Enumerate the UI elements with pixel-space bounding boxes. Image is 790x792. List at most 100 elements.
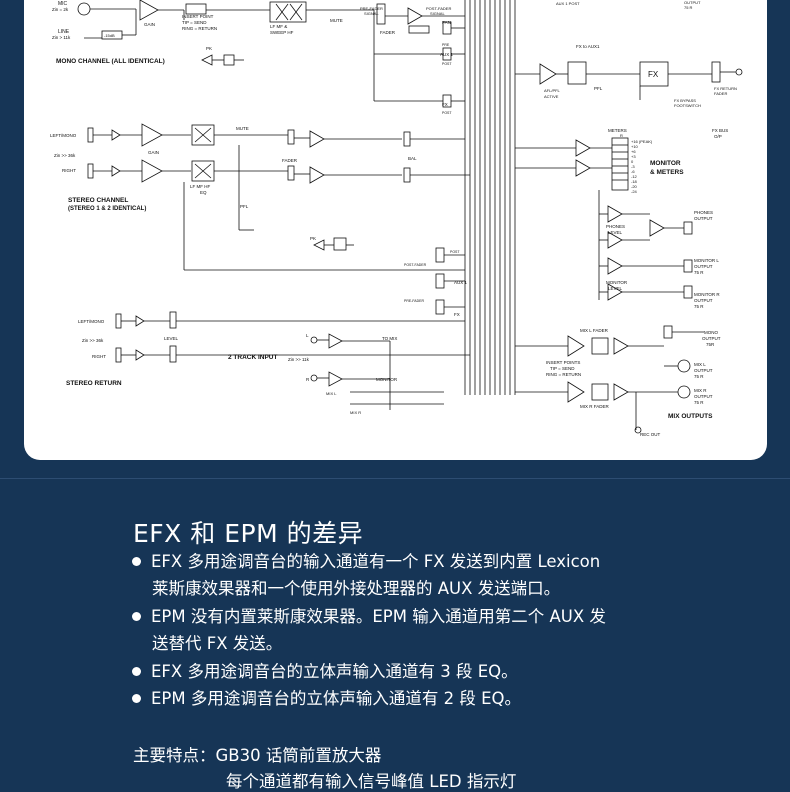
label-post2: POST (442, 111, 452, 115)
features-line-2: 每个通道都有输入信号峰值 LED 指示灯 (226, 772, 517, 791)
label-signal2: SIGNAL (430, 11, 445, 16)
label-line-z: Zin > 11k (52, 35, 71, 40)
label-mono-75: 75R (706, 342, 715, 347)
label-active: ACTIVE (544, 94, 559, 99)
label-post: POST (442, 62, 452, 66)
label-prefader2: PRE-FADER (404, 299, 425, 303)
label-monitor-r: MONITOR R (694, 292, 720, 297)
label-m24: -24 (631, 189, 638, 194)
return-and-mix (115, 311, 704, 434)
label-monitor-r-75: 75 R (694, 304, 704, 309)
label-ring-return: RING = RETURN (546, 372, 581, 377)
label-monitor-level2: LEVEL (608, 286, 623, 291)
label-right: RIGHT (62, 168, 76, 173)
label-mix-r-fader: MIX R FADER (580, 404, 610, 409)
label-m6: +6 (631, 149, 636, 154)
label-2t-r: R (306, 377, 310, 382)
label-monitor-l: MONITOR L (694, 258, 719, 263)
label-mic: MIC (58, 1, 68, 7)
label-phones-output: PHONES (694, 210, 713, 215)
block-diagram-card: MIC Zin = 2k LINE Zin > 11k -15dB GAIN I… (24, 0, 767, 460)
label-mixl-75: 75 R (694, 374, 704, 379)
label-two-track: 2 TRACK INPUT (228, 354, 278, 361)
diagram-labels: MIC Zin = 2k LINE Zin > 11k -15dB GAIN I… (50, 0, 737, 437)
label-fx-to-aux1: FX to AUX1 (576, 44, 600, 49)
bullet-dot-icon (132, 667, 141, 676)
label-bal: BAL (408, 156, 417, 161)
label-pre: PRE (442, 43, 450, 47)
label-pfl: PFL (594, 86, 603, 91)
features-label: 主要特点：GB30 话筒前置放大器 (133, 746, 382, 765)
label-signal: SIGNAL (364, 11, 379, 16)
signal-flow-diagram: MIC Zin = 2k LINE Zin > 11k -15dB GAIN I… (50, 0, 743, 437)
section-divider (0, 478, 790, 479)
label-mixr-75: 75 R (694, 400, 704, 405)
label-mix-l-fader: MIX L FADER (580, 328, 609, 333)
bullet-text: EPM 多用途调音台的立体声输入通道有 2 段 EQ。 (151, 689, 522, 708)
label-mix-outputs: MIX OUTPUTS (668, 413, 713, 420)
label-fader-st: FADER (282, 158, 298, 163)
label-meters: METERS (608, 128, 627, 133)
label-aux1: AUX 1 (440, 52, 454, 57)
label-stereo-return: STEREO RETURN (66, 380, 122, 387)
bullet-text: EFX 多用途调音台的立体声输入通道有 3 段 EQ。 (151, 662, 518, 681)
label-phones-output2: OUTPUT (694, 216, 713, 221)
label-aux1-post: AUX 1 POST (556, 1, 580, 6)
label-zin36: Zin >> 36k (54, 153, 76, 158)
label-m10: +10 (631, 144, 639, 149)
label-insert3: RING = RETURN (182, 26, 217, 31)
bullet-item-1: EFX 多用途调音台的输入通道有一个 FX 发送到内置 Lexicon 莱斯康效… (132, 548, 692, 602)
label-lf-mf-hf: LF MF HF (190, 184, 210, 189)
bullet-item-4: EPM 多用途调音台的立体声输入通道有 2 段 EQ。 (132, 685, 692, 712)
label-insert: INSERT POINT (182, 14, 214, 19)
label-mixl-out: OUTPUT (694, 368, 713, 373)
fx-section (515, 61, 743, 301)
bullet-dot-icon (132, 612, 141, 621)
label-mono-output2: OUTPUT (702, 336, 721, 341)
label-aux1b: AUX 1 (454, 280, 468, 285)
label-mixl: MIX L (326, 391, 337, 396)
label-fx-return: FX RETURN (714, 86, 737, 91)
label-insert-points: INSERT POINTS (546, 360, 580, 365)
label-eq: EQ (200, 190, 207, 195)
bullet-text: EFX 多用途调音台的输入通道有一个 FX 发送到内置 Lexicon (151, 552, 601, 571)
label-mono-output: MONO (704, 330, 718, 335)
label-fx-bypass: FX BYPASS (674, 98, 696, 103)
mono-channel (77, 0, 465, 108)
bullet-text-cont: 莱斯康效果器和一个使用外接处理器的 AUX 发送端口。 (152, 579, 561, 598)
label-stereo-identical: (STEREO 1 & 2 IDENTICAL) (68, 206, 146, 212)
label-line: LINE (58, 29, 70, 35)
label-zin36b: Zin >> 36k (82, 338, 104, 343)
label-fader: FADER (380, 30, 396, 35)
label-phones-level2: LEVEL (608, 230, 623, 235)
label-gain2: GAIN (148, 150, 159, 155)
bullet-dot-icon (132, 694, 141, 703)
label-monitor-meters: MONITOR (650, 160, 681, 167)
label-postfader2: POST-FADER (404, 263, 427, 267)
label-zin11: Zin >> 11k (288, 357, 310, 362)
bus-lines (464, 0, 516, 395)
label-mic-z: Zin = 2k (52, 7, 69, 12)
label-pad: -15dB (104, 33, 115, 38)
label-stereo-channel: STEREO CHANNEL (68, 197, 128, 204)
label-monitor-level: MONITOR (606, 280, 628, 285)
label-gain: GAIN (144, 22, 155, 27)
label-meter-r: R (620, 133, 623, 138)
label-insert2: TIP = SEND (182, 20, 207, 25)
label-postfader: POST-FADER (426, 6, 451, 11)
label-footswitch: FOOTSWITCH (674, 103, 701, 108)
bullet-text: EPM 没有内置莱斯康效果器。EPM 输入通道用第二个 AUX 发 (151, 607, 606, 626)
label-pfl2: PFL (240, 204, 249, 209)
label-to-mix: TO MIX (382, 336, 397, 341)
label-left-mono: LEFT/MONO (50, 133, 77, 138)
bullet-item-2: EPM 没有内置莱斯康效果器。EPM 输入通道用第二个 AUX 发 送替代 FX… (132, 603, 692, 657)
label-m3: +3 (631, 154, 636, 159)
label-m6n: -6 (631, 169, 635, 174)
label-2t-l: L (306, 333, 309, 338)
label-right2: RIGHT (92, 354, 106, 359)
label-m0: 0 (631, 159, 634, 164)
label-tip-send: TIP = SEND (550, 366, 575, 371)
label-monitor: MONITOR (376, 377, 398, 382)
label-mixl-output: MIX L (694, 362, 706, 367)
label-mixr-output: MIX R (694, 388, 707, 393)
